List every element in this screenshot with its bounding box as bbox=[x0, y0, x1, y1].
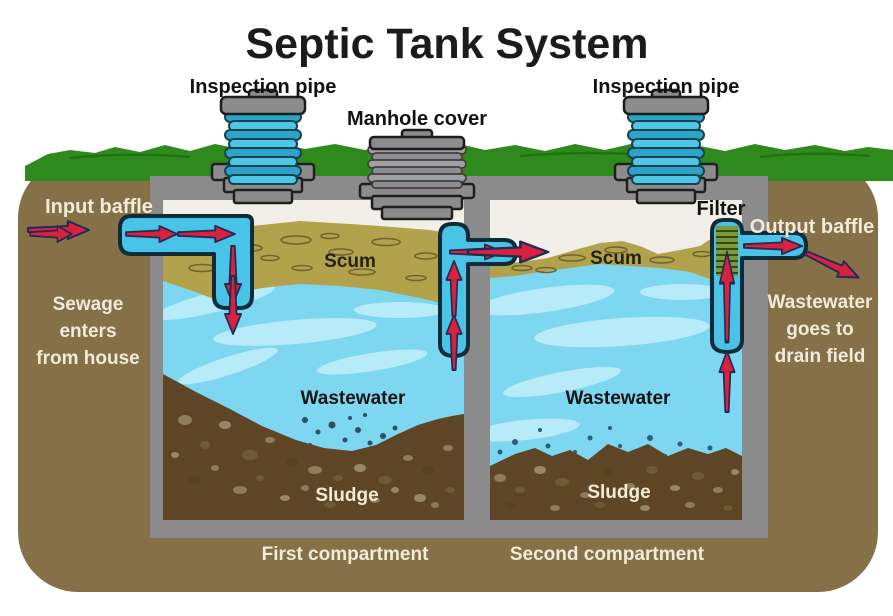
scum-blobs-1 bbox=[188, 232, 438, 284]
sludge-speckles-1 bbox=[171, 415, 455, 508]
inspection-pipe-left-label: Inspection pipe bbox=[190, 76, 337, 98]
svg-text:Sewage: Sewage bbox=[53, 294, 124, 315]
manhole-cover bbox=[358, 128, 476, 221]
scum-label-1: Scum bbox=[324, 251, 376, 272]
water-highlights-2 bbox=[490, 284, 724, 442]
scum-layer-2 bbox=[490, 232, 742, 284]
input-baffle-label: Input baffle bbox=[45, 196, 153, 218]
second-compartment-label: Second compartment bbox=[510, 544, 705, 565]
sewage-enters-label: Sewage enters from house bbox=[36, 294, 139, 369]
output-baffle-label: Output baffle bbox=[750, 216, 874, 238]
manhole-cover-label: Manhole cover bbox=[347, 108, 487, 130]
svg-text:goes to: goes to bbox=[786, 319, 854, 340]
drain-field-label: Wastewater goes to drain field bbox=[768, 292, 873, 367]
wastewater-label-2: Wastewater bbox=[566, 388, 671, 409]
diagram-title: Septic Tank System bbox=[245, 20, 648, 68]
sludge-layer-1 bbox=[163, 374, 464, 520]
sludge-layer-2 bbox=[490, 444, 742, 520]
filter-label: Filter bbox=[697, 198, 746, 220]
sludge-label-1: Sludge bbox=[315, 485, 378, 506]
svg-text:from house: from house bbox=[36, 348, 139, 369]
svg-text:Wastewater: Wastewater bbox=[768, 292, 873, 313]
wastewater-label-1: Wastewater bbox=[301, 388, 406, 409]
sludge-speckles-2 bbox=[494, 466, 739, 511]
scum-label-2: Scum bbox=[590, 248, 642, 269]
sludge-label-2: Sludge bbox=[587, 482, 650, 503]
settling-particles-1 bbox=[302, 413, 398, 454]
first-compartment-label: First compartment bbox=[262, 544, 429, 565]
svg-text:drain field: drain field bbox=[775, 346, 866, 367]
svg-text:enters: enters bbox=[59, 321, 116, 342]
inspection-pipe-right-label: Inspection pipe bbox=[593, 76, 740, 98]
